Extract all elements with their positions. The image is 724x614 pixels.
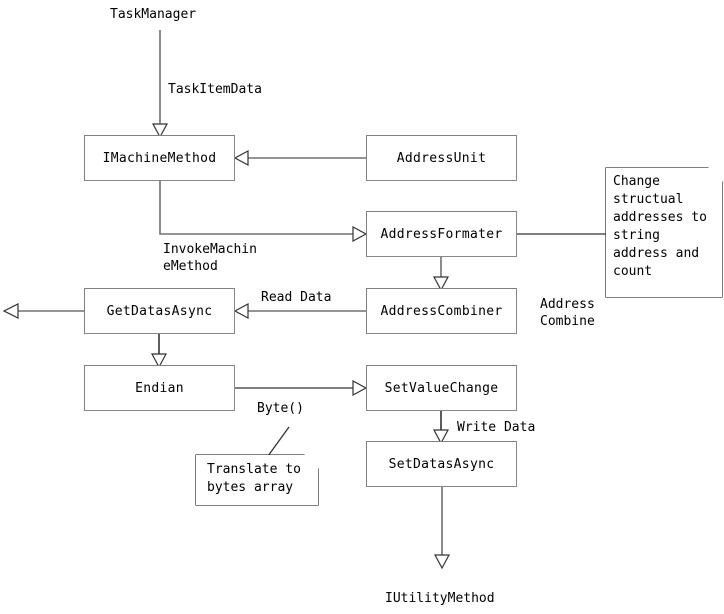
- edge-getdatasasync-to-endian: [150, 334, 168, 369]
- node-addressunit[interactable]: AddressUnit: [366, 135, 517, 181]
- node-iutilitymethod: IUtilityMethod: [385, 591, 495, 606]
- node-setvaluechange[interactable]: SetValueChange: [366, 365, 517, 411]
- node-label: AddressCombiner: [380, 303, 503, 319]
- node-label: AddressFormater: [380, 226, 503, 242]
- note-translate-bytes: Translate to bytes array: [196, 455, 318, 505]
- node-label: IMachineMethod: [102, 150, 217, 166]
- node-label: SetValueChange: [384, 380, 499, 396]
- edge-label-readdata: Read Data: [261, 290, 332, 305]
- edge-addresscombiner-to-getdatasasync: [233, 302, 366, 320]
- node-imachinemethod[interactable]: IMachineMethod: [84, 135, 235, 181]
- edge-endian-to-setvaluechange: [235, 379, 368, 397]
- edge-addressformater-to-addresscombiner: [432, 257, 450, 292]
- node-getdatasasync[interactable]: GetDatasAsync: [84, 288, 235, 334]
- edge-label-invokemachinemethod: InvokeMachin eMethod: [163, 242, 257, 274]
- edge-setdatasasync-to-iutilitymethod: [433, 487, 451, 570]
- edge-label-addresscombine: Address Combine: [540, 297, 595, 329]
- edge-label-taskitemdata: TaskItemData: [168, 82, 262, 97]
- node-addresscombiner[interactable]: AddressCombiner: [366, 288, 517, 334]
- node-label: SetDatasAsync: [388, 456, 495, 472]
- edge-taskmanager-to-imachinemethod: [151, 30, 169, 139]
- note-text: Translate to bytes array: [207, 462, 301, 495]
- node-addressformater[interactable]: AddressFormater: [366, 211, 517, 257]
- edge-label-byte: Byte(): [257, 401, 304, 416]
- edge-getdatasasync-to-left-edge: [2, 303, 84, 319]
- node-label: GetDatasAsync: [106, 303, 213, 319]
- note-text: Change structual addresses to string add…: [613, 174, 707, 279]
- node-endian[interactable]: Endian: [84, 365, 235, 411]
- node-setdatasasync[interactable]: SetDatasAsync: [366, 441, 517, 487]
- note-change-address: Change structual addresses to string add…: [606, 168, 722, 297]
- edge-label-writedata: Write Data: [457, 420, 536, 435]
- edge-setvaluechange-to-setdatasasync: [432, 411, 450, 445]
- edge-note-translate-to-byte-label: [267, 426, 290, 457]
- node-taskmanager: TaskManager: [110, 7, 197, 22]
- node-label: Endian: [135, 380, 184, 396]
- edge-addressunit-to-imachinemethod: [233, 149, 366, 167]
- node-label: AddressUnit: [396, 150, 487, 166]
- edge-imachinemethod-to-addressformater: [159, 181, 368, 243]
